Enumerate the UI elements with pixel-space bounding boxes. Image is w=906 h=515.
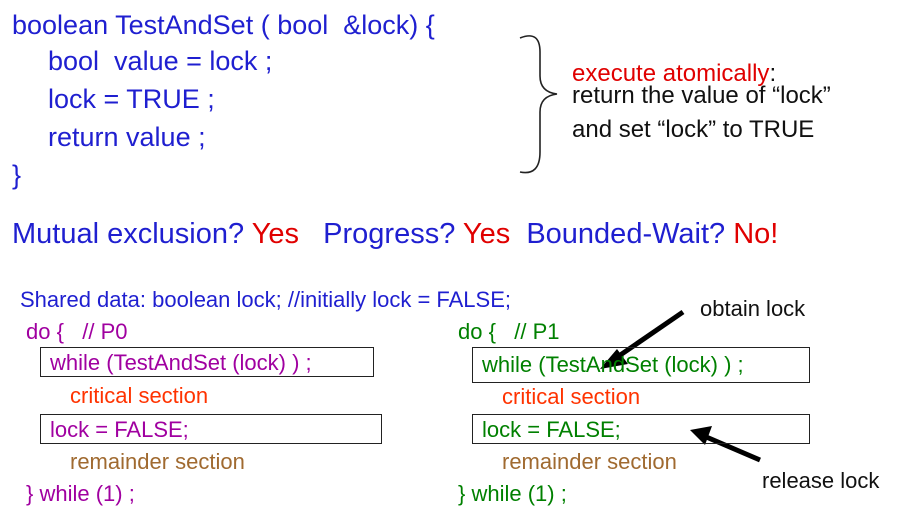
p0-remainder-section: remainder section [70,449,245,474]
shared-data: Shared data: boolean lock; //initially l… [20,287,512,312]
func-close-brace: } [12,160,22,190]
right-curly-brace [519,35,558,174]
p0-do: do { // P0 [26,319,128,344]
p0-while-box [40,347,374,377]
summary-line: Mutual exclusion? Yes Progress? Yes Boun… [12,220,778,249]
p1-while: while (TestAndSet (lock) ) ; [482,352,744,377]
p0-end: } while (1) ; [26,481,135,506]
func-line-value: bool value = lock ; [48,46,273,76]
p1-release: lock = FALSE; [482,417,621,442]
p1-release-box [472,414,810,444]
note-atomic: execute atomically: [572,62,776,86]
p0-release: lock = FALSE; [50,417,189,442]
bounded-wait-answer: No! [733,218,779,250]
release-lock-label: release lock [762,468,880,493]
progress-answer: Yes [462,218,511,250]
note-emphasis: execute atomically [572,60,770,87]
p1-while-box [472,347,810,383]
mutual-exclusion-answer: Yes [251,218,299,250]
p1-do: do { // P1 [458,319,560,344]
p0-while: while (TestAndSet (lock) ) ; [50,350,312,375]
note-colon: : [769,60,777,87]
p1-critical-section: critical section [502,384,641,409]
mutual-exclusion-label: Mutual exclusion? [12,218,245,250]
p0-release-box [40,414,382,444]
p1-remainder-section: remainder section [502,449,677,474]
progress-label: Progress? [323,218,456,250]
note-return-value: return the value of “lock” [572,82,831,109]
p0-critical-section: critical section [70,383,209,408]
note-set-lock: and set “lock” to TRUE [572,116,815,143]
bounded-wait-label: Bounded-Wait? [526,218,726,250]
p1-end: } while (1) ; [458,481,567,506]
release-lock-arrow [703,433,761,463]
func-line-lock-true: lock = TRUE ; [48,84,215,114]
func-line-return: return value ; [48,122,206,152]
obtain-lock-arrowhead [600,349,628,369]
func-signature: boolean TestAndSet ( bool &lock) { [12,10,435,40]
obtain-lock-arrow [611,309,685,363]
release-lock-arrowhead [690,426,712,445]
obtain-lock-label: obtain lock [700,296,806,321]
